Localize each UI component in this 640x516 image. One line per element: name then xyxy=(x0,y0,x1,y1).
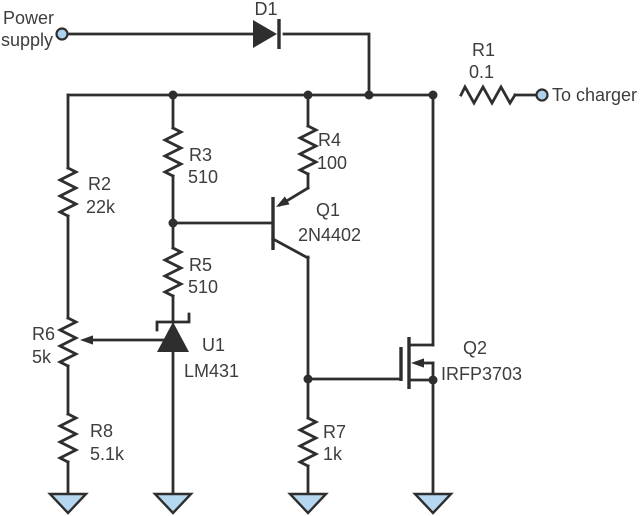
resistor-R7: R7 1k xyxy=(296,416,346,468)
r4-ref-label: R4 xyxy=(318,130,341,150)
mosfet-Q2: Q2 IRFP3703 xyxy=(399,337,522,389)
junction-dot xyxy=(303,374,313,384)
resistor-icon xyxy=(56,166,80,218)
resistor-R5: R5 510 xyxy=(161,246,218,298)
shunt-regulator-U1: U1 LM431 xyxy=(80,312,239,381)
wire-diode-to-bus xyxy=(282,32,371,97)
resistor-icon xyxy=(296,416,320,468)
r8-ref-label: R8 xyxy=(90,421,113,441)
junction-dot xyxy=(168,218,178,228)
r3-value-label: 510 xyxy=(188,167,218,187)
u1-triangle-icon xyxy=(157,322,189,352)
resistor-R1: R1 0.1 xyxy=(459,40,517,106)
junction-dot xyxy=(303,90,313,100)
d1-ref-label: D1 xyxy=(254,0,277,19)
resistor-R3: R3 510 xyxy=(161,126,218,187)
mosfet-body-arrow-icon xyxy=(411,358,424,368)
r2-ref-label: R2 xyxy=(88,174,111,194)
r1-ref-label: R1 xyxy=(472,40,495,60)
u1-value-label: LM431 xyxy=(184,361,239,381)
q1-value-label: 2N4402 xyxy=(298,225,361,245)
r3-ref-label: R3 xyxy=(189,145,212,165)
emitter-arrow-icon xyxy=(276,196,290,207)
resistor-icon xyxy=(296,124,320,176)
r2-value-label: 22k xyxy=(86,197,116,217)
r5-value-label: 510 xyxy=(188,277,218,297)
wiper-arrow-icon xyxy=(80,335,93,345)
u1-ref-label: U1 xyxy=(202,335,225,355)
ground-icon xyxy=(47,492,89,515)
resistor-icon xyxy=(459,84,517,106)
ground-icon xyxy=(412,492,454,515)
junction-dot xyxy=(364,90,374,100)
r4-value-label: 100 xyxy=(317,153,347,173)
r7-value-label: 1k xyxy=(323,444,343,464)
resistor-icon xyxy=(56,316,80,368)
diode-icon xyxy=(253,20,277,48)
ground-icon xyxy=(287,492,329,515)
wire-net xyxy=(60,32,538,496)
to-charger-label: To charger xyxy=(552,85,637,105)
junction-dots xyxy=(168,90,438,385)
q2-value-label: IRFP3703 xyxy=(441,364,522,384)
q2-ref-label: Q2 xyxy=(463,338,487,358)
q1-ref-label: Q1 xyxy=(316,200,340,220)
resistor-R2: R2 22k xyxy=(56,166,116,218)
power-supply-terminal xyxy=(55,27,69,41)
resistor-R8: R8 5.1k xyxy=(56,412,125,464)
resistor-icon xyxy=(161,246,185,298)
transistor-collector xyxy=(271,237,310,260)
r6-value-label: 5k xyxy=(32,347,52,367)
r7-ref-label: R7 xyxy=(323,422,346,442)
r6-ref-label: R6 xyxy=(32,324,55,344)
potentiometer-R6: R6 5k xyxy=(32,316,80,368)
power-supply-label-line1: Power xyxy=(3,8,54,28)
to-charger-terminal xyxy=(535,88,549,102)
r1-value-label: 0.1 xyxy=(469,62,494,82)
power-supply-label-line2: supply xyxy=(1,30,53,50)
junction-dot xyxy=(168,90,178,100)
ground-icon xyxy=(152,492,194,515)
resistor-R4: R4 100 xyxy=(296,124,347,176)
junction-dot xyxy=(428,90,438,100)
r5-ref-label: R5 xyxy=(189,255,212,275)
ground-symbols xyxy=(47,492,454,515)
resistor-icon xyxy=(56,412,80,464)
transistor-Q1: Q1 2N4402 xyxy=(271,186,361,260)
resistor-icon xyxy=(161,126,185,178)
diode-D1: D1 xyxy=(253,0,281,49)
r8-value-label: 5.1k xyxy=(90,444,125,464)
